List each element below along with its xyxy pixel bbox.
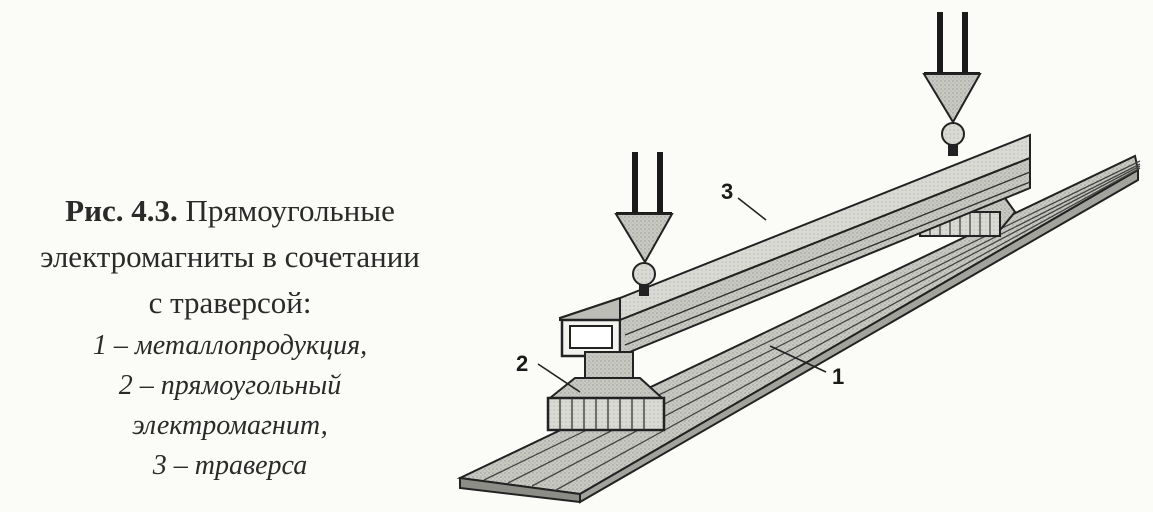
callout-3-leader [737,197,767,221]
technical-drawing: 3 2 1 [440,0,1153,512]
caption-item-2: 2 – прямоугольный [118,370,342,401]
traverse-beam [559,133,1031,358]
caption-item-4: 3 – траверса [152,450,308,481]
caption-title-line-3: с траверсой: [148,285,312,320]
drawing-svg: 3 2 1 [456,12,1141,504]
callout-3: 3 [721,179,733,204]
caption-title-line-1: Рис. 4.3. Прямоугольные [0,188,460,234]
caption-title-text-1: Прямоугольные [185,193,395,228]
figure-label: Рис. 4.3. [65,193,178,228]
caption-title-line-2: электромагниты в сочетании [40,239,420,274]
caption-item-3: электромагнит, [132,410,328,441]
left-suspension [614,152,674,296]
callout-1-leader [769,345,827,373]
front-electromagnet [546,351,666,432]
caption-item-1: 1 – металлопродукция, [92,330,368,361]
callout-2-leader [537,363,581,393]
callout-2: 2 [516,351,528,376]
callout-1: 1 [832,364,844,389]
figure-caption: Рис. 4.3. Прямоугольные электромагниты в… [0,188,460,486]
right-suspension [922,12,982,156]
